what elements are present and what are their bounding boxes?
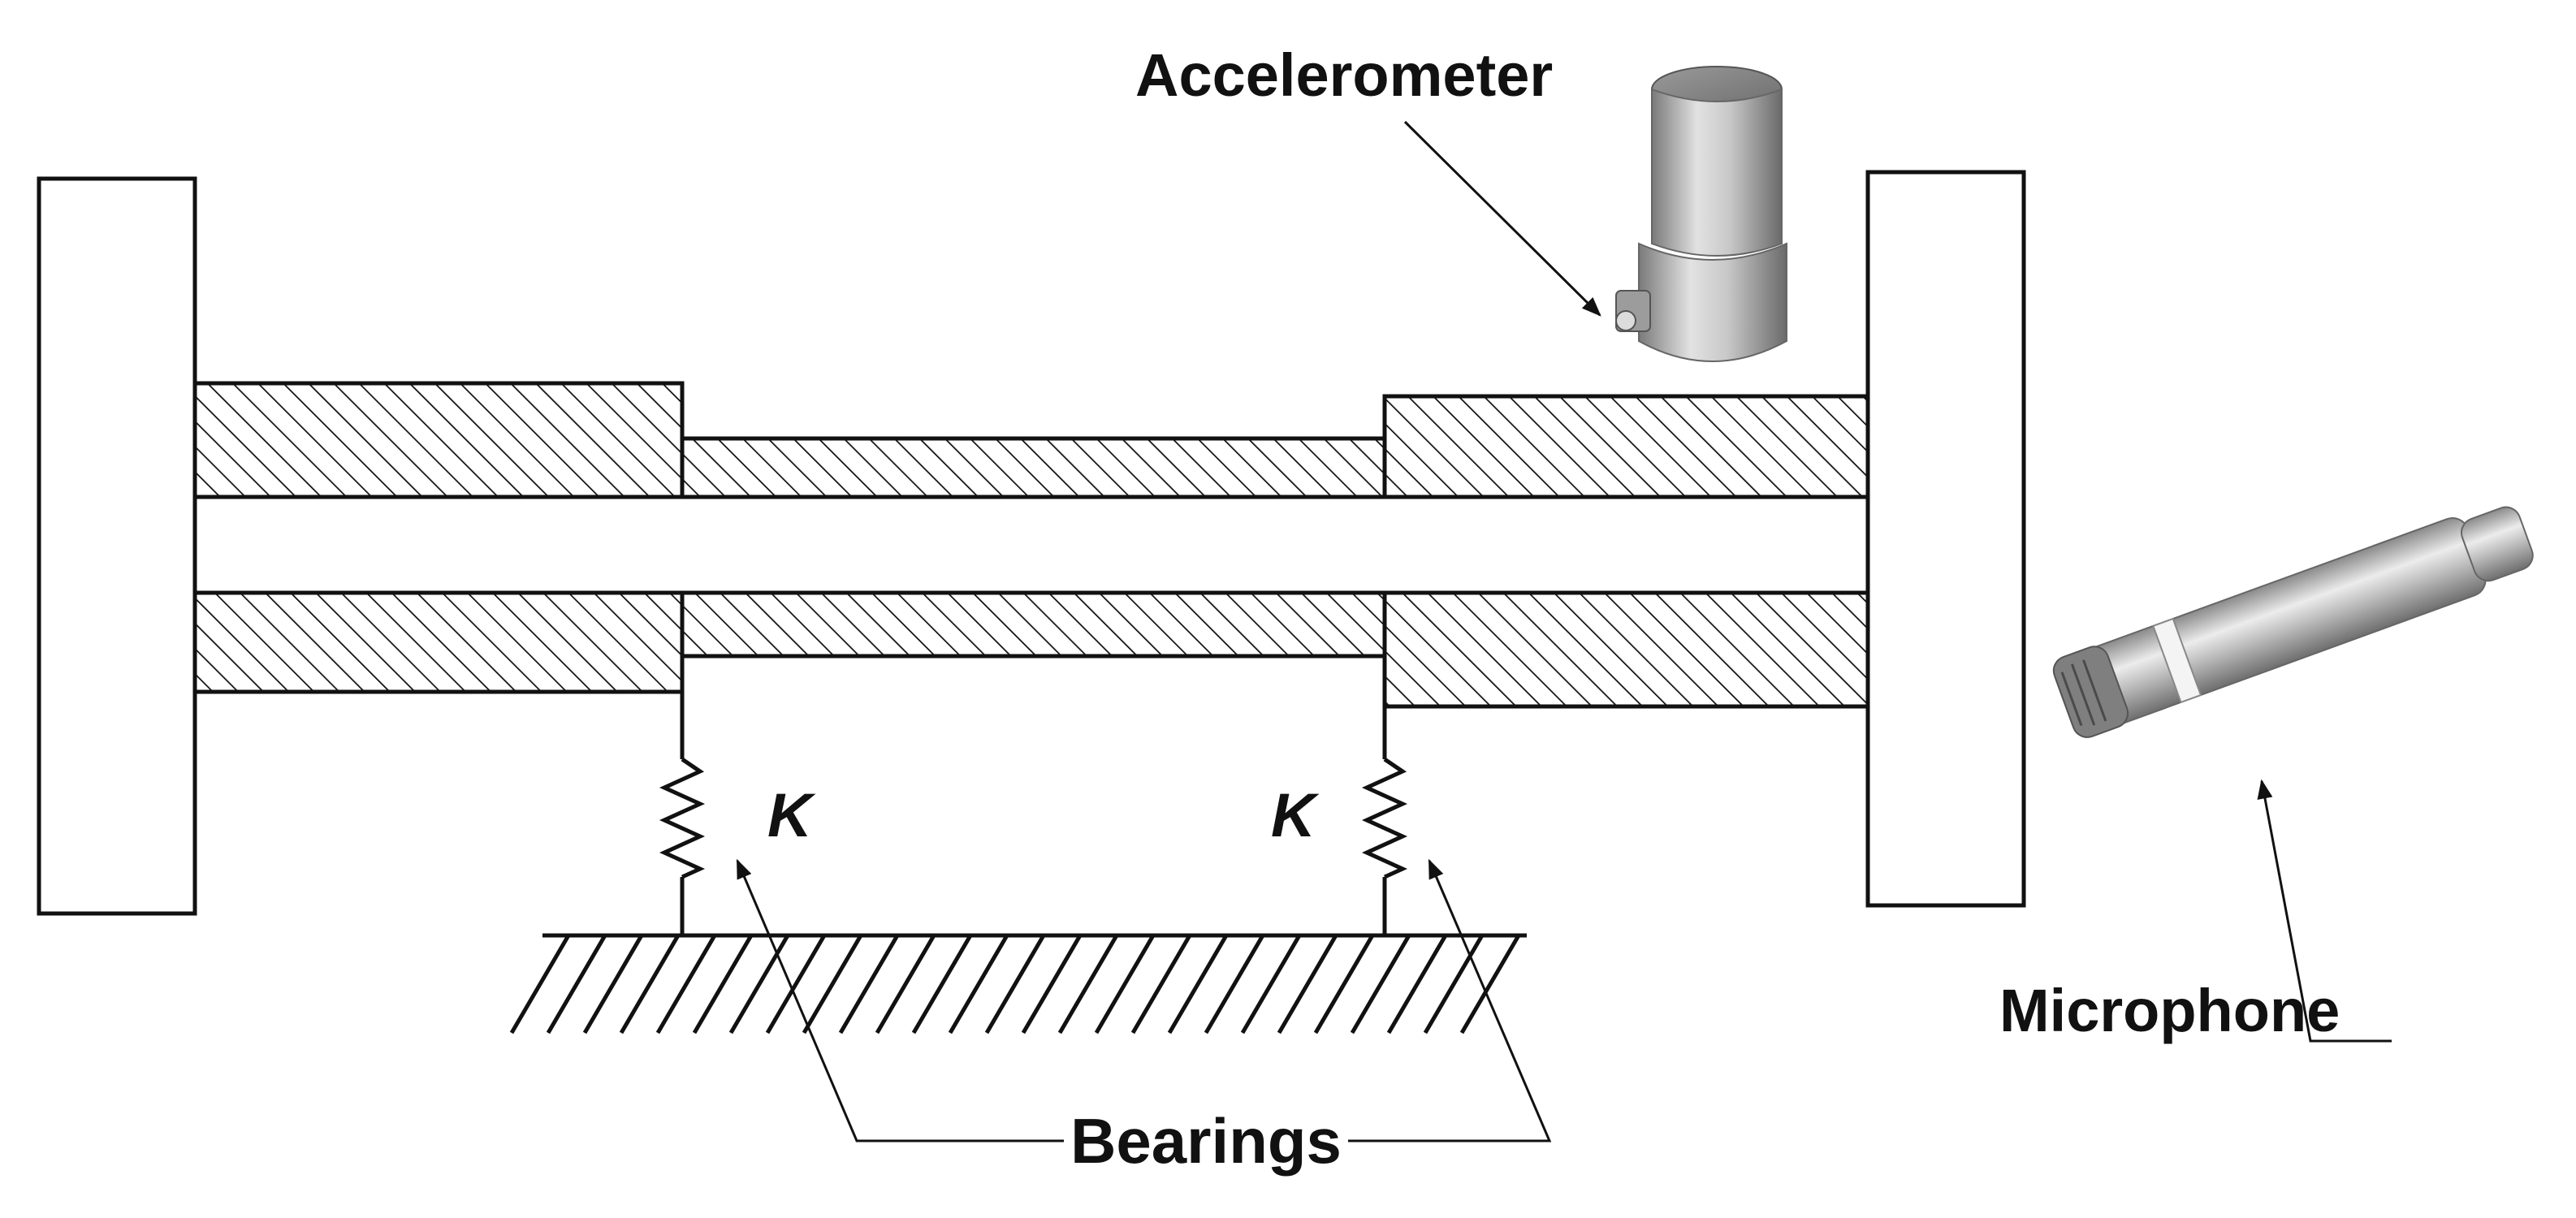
accelerometer-label: Accelerometer bbox=[1135, 41, 1553, 109]
bearings-label: Bearings bbox=[1070, 1105, 1342, 1177]
ground-hatch-stroke bbox=[1167, 934, 1229, 1034]
microphone-label: Microphone bbox=[1999, 977, 2340, 1044]
ground-hatch-stroke bbox=[1386, 934, 1448, 1034]
shaft-lower-wall bbox=[192, 590, 1870, 709]
ground-hatch-stroke bbox=[546, 934, 607, 1034]
spring-stiffness-label-right: K bbox=[1271, 781, 1320, 850]
ground-hatch-stroke bbox=[1313, 934, 1375, 1034]
ground-hatch-stroke bbox=[692, 934, 754, 1034]
ground-hatch-stroke bbox=[984, 934, 1046, 1034]
bearings-leader-lines bbox=[736, 858, 1552, 1142]
microphone-leader-line bbox=[2257, 779, 2392, 1043]
microphone-sensor-icon bbox=[2052, 506, 2534, 738]
ground-hatch-stroke bbox=[728, 934, 790, 1034]
left-end-disc bbox=[37, 176, 197, 916]
ground-hatch-stroke bbox=[1350, 934, 1411, 1034]
ground-hatch-stroke bbox=[582, 934, 644, 1034]
ground-hatch-stroke bbox=[765, 934, 827, 1034]
accelerometer-leader-line bbox=[1403, 120, 1601, 317]
spring-stiffness-label-left: K bbox=[767, 781, 816, 850]
ground-hatch-stroke bbox=[509, 934, 571, 1034]
ground-hatch-stroke bbox=[911, 934, 973, 1034]
ground-hatch-stroke bbox=[1240, 934, 1302, 1034]
ground-hatch-stroke bbox=[1130, 934, 1192, 1034]
ground-hatch-stroke bbox=[948, 934, 1009, 1034]
ground-hatch-stroke bbox=[1423, 934, 1485, 1034]
ground-hatch-stroke bbox=[802, 934, 863, 1034]
ground-hatch-stroke bbox=[1459, 934, 1521, 1034]
accelerometer-sensor-icon bbox=[1615, 66, 1787, 362]
ground-hatch-stroke bbox=[655, 934, 717, 1034]
ground-hatch-stroke bbox=[1057, 934, 1119, 1034]
ground-hatch-stroke bbox=[619, 934, 681, 1034]
ground-support bbox=[509, 933, 1527, 1034]
ground-hatch-stroke bbox=[838, 934, 900, 1034]
ground-hatch-stroke bbox=[1277, 934, 1338, 1034]
ground-hatch-stroke bbox=[1021, 934, 1083, 1034]
shaft-upper-wall bbox=[192, 381, 1870, 499]
ground-hatch-stroke bbox=[1094, 934, 1156, 1034]
ground-hatch-stroke bbox=[875, 934, 936, 1034]
right-end-disc bbox=[1865, 170, 2026, 908]
ground-hatch-stroke bbox=[1204, 934, 1265, 1034]
left-bearing-spring bbox=[659, 692, 706, 934]
right-bearing-spring bbox=[1361, 706, 1408, 934]
